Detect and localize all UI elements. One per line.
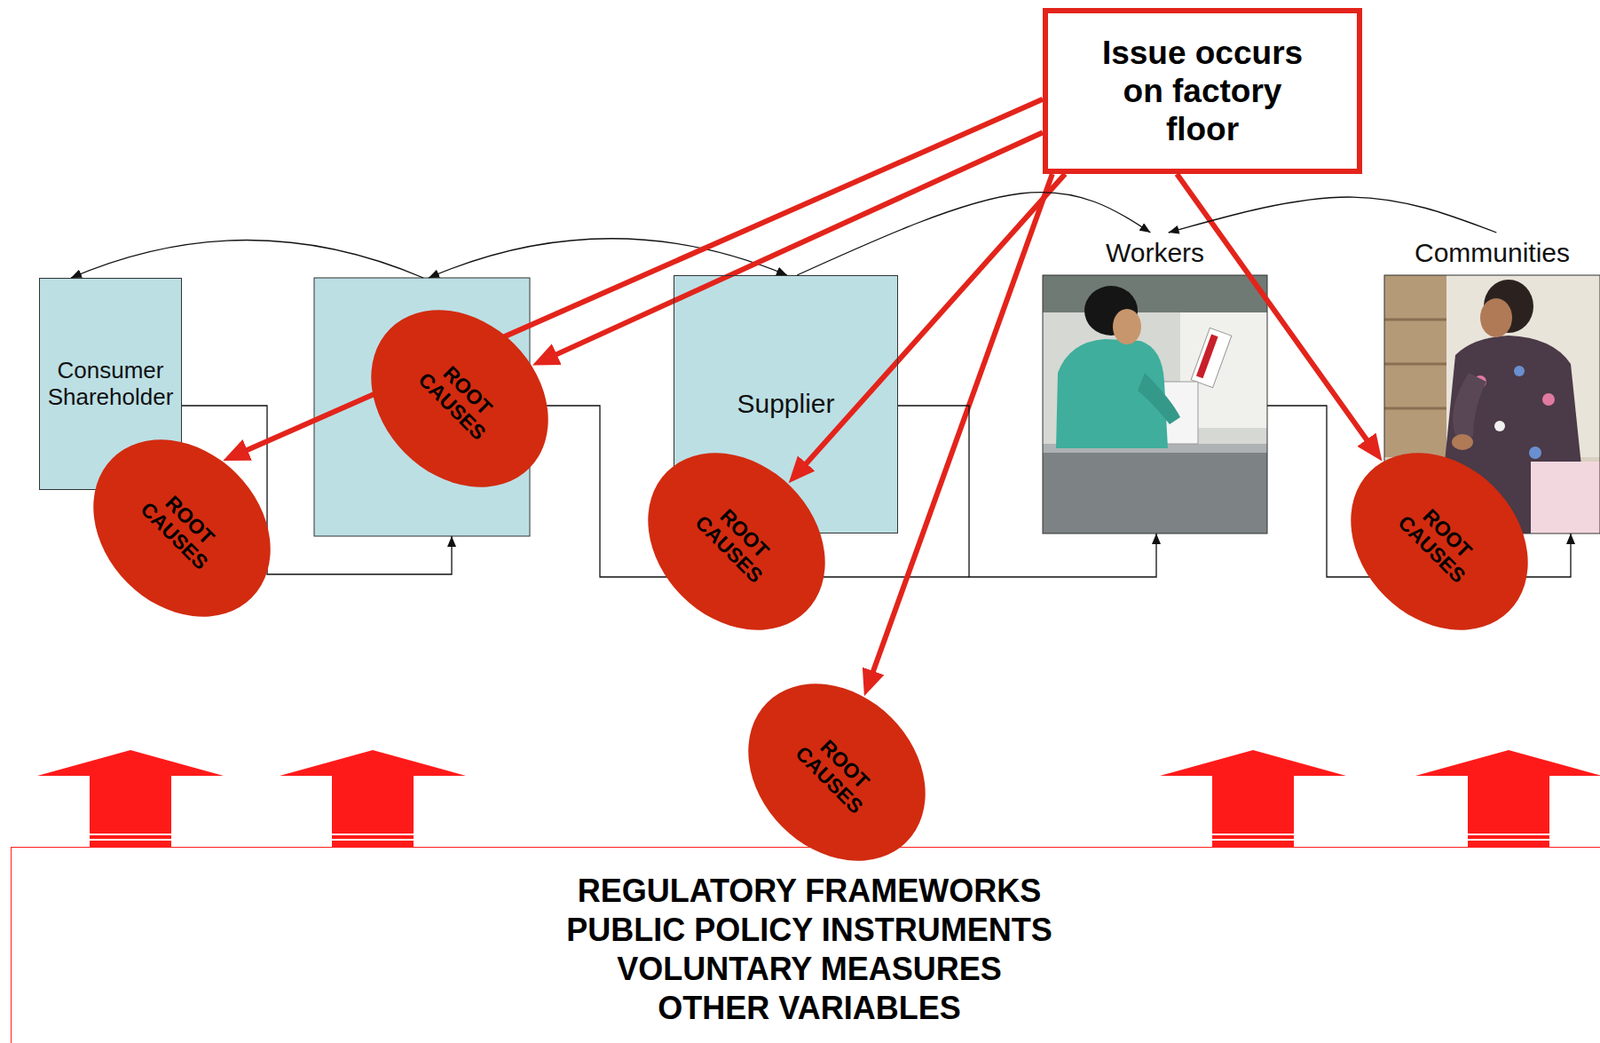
photo-sign [1190,327,1232,387]
photo-dress-flower [1494,420,1506,432]
arrow-stripe [1467,833,1550,836]
photo-worker-face [1112,308,1142,345]
photo-woman-hand [1451,433,1474,450]
node-label: Issue occurs on factory floor [1095,33,1309,149]
cause-arrow [1176,173,1375,450]
flow-connector [898,405,1157,577]
flow-arc [70,240,424,279]
cause-arrow [544,132,1043,360]
photo-table [1042,448,1268,534]
photo-cloth [1530,461,1600,534]
arrow-stripe [1467,838,1550,841]
cause-arrow [797,173,1066,473]
policy-band: REGULATORY FRAMEWORKSPUBLIC POLICY INSTR… [10,846,1600,1043]
photo-ground [1042,275,1268,534]
root-cause-ellipse: ROOT CAUSES [334,273,586,525]
cause-arrow [868,173,1053,684]
ellipse-shape [57,403,307,653]
root-cause-ellipse: ROOT CAUSES [611,416,863,668]
arrow-stripe [89,833,172,836]
photo-dress-flower [1513,365,1525,377]
node-label: REGULATORY FRAMEWORKS [11,871,1600,911]
photo-frame [1042,275,1268,534]
photo-woman-face [1480,298,1513,338]
node-label: Consumer Shareholder [45,357,176,411]
photo-sign-stripe [1196,333,1219,379]
flow-connector [1168,197,1498,233]
photo-worker-arm [1137,372,1181,425]
workers-photo [1042,275,1268,534]
photo-woman-arm [1452,372,1487,437]
ellipse-shape [1315,417,1564,666]
arrow-stripe [89,838,172,841]
up-block-arrow [1415,749,1600,847]
node-label: VOLUNTARY MEASURES [11,949,1600,989]
up-block-arrow [1159,749,1347,847]
flow-connector [796,192,1151,276]
arrow-stripe [1212,833,1294,836]
node-label: Supplier [736,388,835,420]
cause-arrow [235,99,1043,456]
photo-machinery [1042,275,1268,313]
photo-shelf-line [1384,362,1447,366]
up-block-arrow [37,749,224,847]
photo-shelf-line [1384,318,1447,322]
node-label: PUBLIC POLICY INSTRUMENTS [11,910,1600,950]
ellipse-shape [612,417,861,666]
photo-dress-flower [1542,393,1555,406]
arrow-stripe [331,838,414,841]
up-block-arrow [279,749,466,847]
arrow-stripe [331,833,414,836]
photo-shelf-line [1384,407,1447,410]
photo-dress-flower [1529,446,1542,459]
ellipse-shape [335,274,584,523]
issue-box: Issue occurs on factory floor [1042,7,1363,174]
node-label: Communities [1384,232,1600,268]
photo-shelf [1384,275,1447,462]
root-cause-ellipse: ROOT CAUSES [56,402,308,655]
arrow-stripe [1212,838,1294,841]
node-label: OTHER VARIABLES [11,988,1600,1028]
node-label: Workers [1042,232,1268,268]
photo-node: Workers [1042,232,1268,534]
connectors [235,99,1571,684]
root-cause-ellipse: ROOT CAUSES [1314,416,1566,668]
